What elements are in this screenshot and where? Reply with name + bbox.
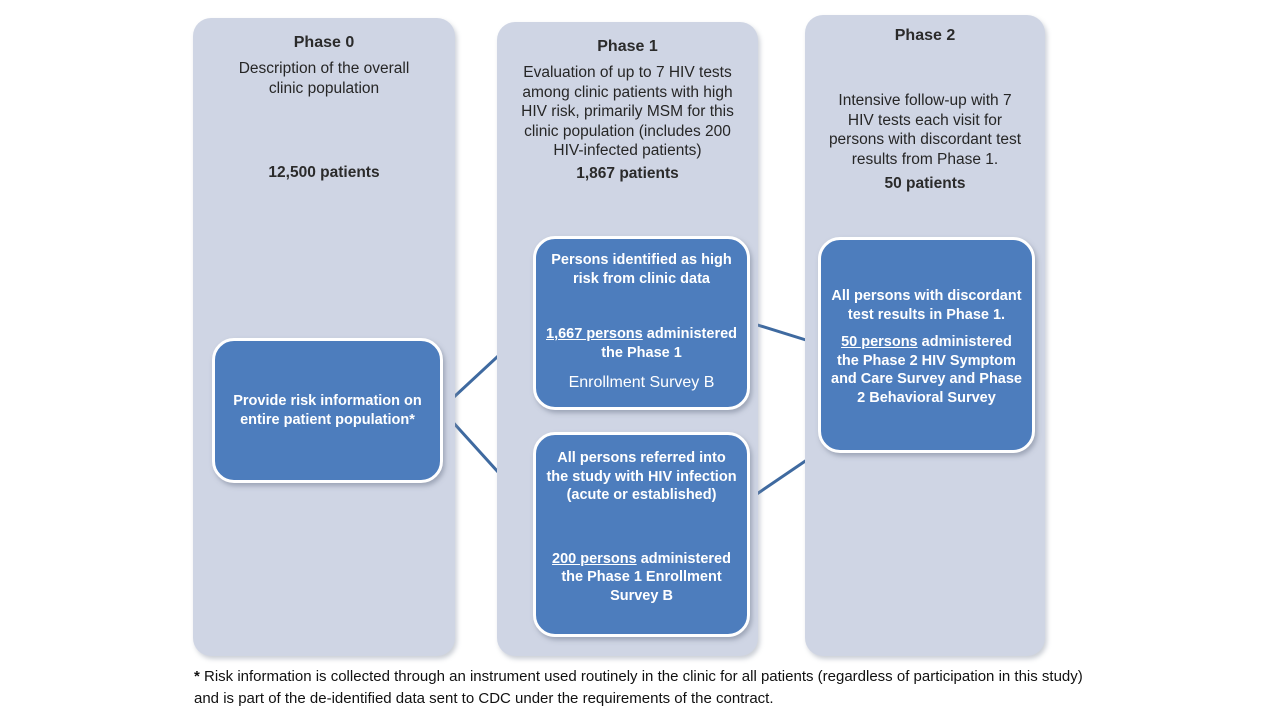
phase1-hiv-infected-stat-rest: administered the Phase 1 Enrollment Surv…	[561, 550, 731, 604]
phase1-high-risk-stat: 1,667 persons	[546, 326, 643, 343]
phase1-high-risk-box: Persons identified as high risk from cli…	[533, 236, 750, 410]
phase1-title: Phase 1	[597, 38, 658, 55]
risk-information-footnote: * Risk information is collected through …	[194, 666, 1089, 709]
phase1-high-risk-stat-rest: administered the Phase 1	[601, 326, 738, 361]
phase2-discordant-stat: 50 persons	[841, 334, 918, 351]
phase1-enrollment-survey-label: Enrollment Survey B	[568, 374, 715, 392]
phase2-discordant-stat-rest: administered the Phase 2 HIV Symptom and…	[831, 334, 1022, 406]
phase2-discordant-box: All persons with discordant test results…	[818, 237, 1035, 453]
phase1-hiv-infected-intro: All persons referred into the study with…	[546, 450, 737, 504]
footnote-text: Risk information is collected through an…	[194, 668, 1083, 707]
phase1-high-risk-intro: Persons identified as high risk from cli…	[551, 252, 732, 287]
phase0-column: Phase 0 Description of the overall clini…	[193, 18, 455, 656]
phase2-title: Phase 2	[894, 27, 956, 44]
phase1-hiv-infected-stat: 200 persons	[552, 550, 637, 567]
phase1-patient-count: 1,867 patients	[576, 164, 679, 182]
phase0-description: Description of the overall clinic popula…	[238, 60, 410, 97]
phase1-hiv-infected-stat-line: 200 persons administered the Phase 1 Enr…	[546, 550, 737, 606]
phase0-patient-count: 12,500 patients	[268, 164, 380, 182]
phase0-risk-information-box: Provide risk information on entire patie…	[212, 338, 443, 483]
phase2-description: Intensive follow-up with 7 HIV tests eac…	[828, 92, 1022, 168]
footnote-asterisk: *	[194, 668, 200, 685]
phase1-hiv-infected-box: All persons referred into the study with…	[533, 432, 750, 637]
phase0-title: Phase 0	[293, 34, 355, 51]
phase2-discordant-intro: All persons with discordant test results…	[831, 288, 1022, 323]
phase1-description: Evaluation of up to 7 HIV tests among cl…	[521, 64, 734, 160]
phase2-discordant-stat-line: 50 persons administered the Phase 2 HIV …	[830, 333, 1023, 407]
phase1-high-risk-stat-line: 1,667 persons administered the Phase 1	[546, 325, 737, 362]
phase2-patient-count: 50 patients	[884, 175, 966, 193]
phase0-box-text: Provide risk information on entire patie…	[233, 392, 422, 428]
